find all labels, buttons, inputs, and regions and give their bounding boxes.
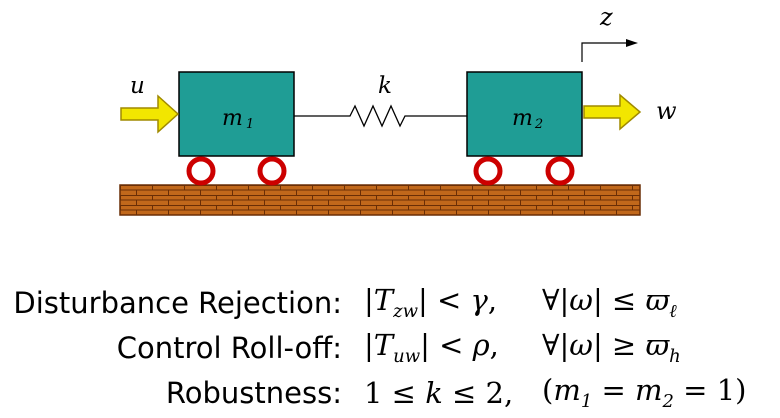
spec-row-robustness: Robustness: 1 ≤ k ≤ 2, (m1 = m2 = 1) [0,370,780,415]
wheel-2-left [473,156,503,186]
spec-name: Disturbance Rejection: [13,285,342,320]
spec-quantifier: ∀|ω| ≥ ϖh [542,328,681,367]
spec-condition: |Tzw| < γ, [364,283,498,322]
input-label: u [130,73,145,99]
position-arrowhead [626,39,638,47]
spec-quantifier: (m1 = m2 = 1) [542,373,747,412]
spec-condition: 1 ≤ k ≤ 2, [364,375,514,410]
position-arrow [581,42,632,62]
output-label: w [656,97,677,125]
spec-quantifier: ∀|ω| ≤ ϖℓ [542,283,677,322]
wheel-1-right [257,156,287,186]
brick-ground [119,184,641,216]
input-arrow [120,94,180,134]
mass-2 [466,71,583,157]
output-arrow [583,93,642,131]
spec-name: Robustness: [165,375,342,410]
spec-condition: |Tuw| < ρ, [364,328,499,367]
wheel-1-left [186,156,216,186]
spec-row-rolloff: Control Roll-off: |Tuw| < ρ, ∀|ω| ≥ ϖh [0,325,780,370]
spec-row-disturbance: Disturbance Rejection: |Tzw| < γ, ∀|ω| ≤… [0,280,780,325]
position-label: z [599,3,613,31]
spec-name: Control Roll-off: [116,330,342,365]
spring [294,104,467,128]
wheel-2-right [545,156,575,186]
spring-label: k [378,73,392,99]
mass-1 [178,71,295,157]
specification-table: Disturbance Rejection: |Tzw| < γ, ∀|ω| ≤… [0,280,780,415]
